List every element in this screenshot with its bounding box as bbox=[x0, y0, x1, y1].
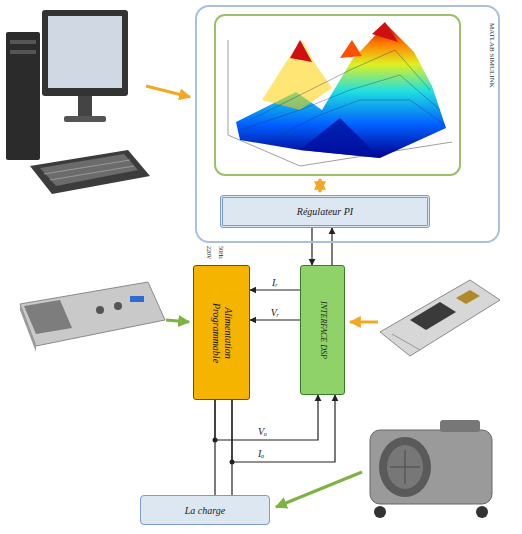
surface-plot-part bbox=[372, 22, 398, 42]
supply-rating: 220V bbox=[206, 246, 212, 259]
computer-picture-part bbox=[64, 116, 106, 122]
supply-rating: 50Hz bbox=[218, 246, 224, 259]
signal-wire bbox=[311, 228, 312, 265]
heater-picture-part bbox=[387, 445, 423, 489]
signal-name: Iₒ bbox=[258, 448, 264, 459]
power-supply-picture bbox=[20, 282, 165, 352]
load-box: La charge bbox=[140, 495, 270, 525]
box-label: Régulateur PI bbox=[297, 206, 353, 217]
surface-plot-part bbox=[270, 100, 445, 140]
computer-picture-part bbox=[30, 150, 150, 194]
box-label: La charge bbox=[185, 505, 225, 516]
dsp-card-picture-part bbox=[410, 302, 456, 330]
dsp-card-picture bbox=[380, 280, 500, 356]
controller-box: Régulateur PI bbox=[220, 195, 430, 228]
box-label: INTERFACE DSP bbox=[318, 274, 327, 386]
junction-dot bbox=[230, 460, 235, 465]
power-supply-picture-part bbox=[24, 300, 72, 334]
heater-picture-part bbox=[476, 506, 488, 518]
pointer-arrow bbox=[276, 472, 362, 507]
heater-picture-part bbox=[374, 506, 386, 518]
box-label: MATLAB SIMULINK bbox=[488, 23, 496, 88]
power-supply-box: Alimentation Programmable bbox=[193, 265, 250, 400]
heater-picture-part bbox=[370, 430, 492, 504]
computer-picture bbox=[6, 10, 150, 194]
surface-plot-part bbox=[240, 75, 440, 130]
computer-picture-part bbox=[78, 96, 92, 118]
power-supply-picture-part bbox=[20, 282, 165, 346]
interface-box: INTERFACE DSP bbox=[300, 265, 345, 395]
software-panel: MATLAB SIMULINK Régulateur PI bbox=[195, 5, 500, 243]
surface-plot-part bbox=[215, 15, 460, 175]
pointer-arrow bbox=[166, 320, 189, 322]
surface-plot-part bbox=[250, 50, 430, 120]
dsp-card-picture-part bbox=[380, 280, 500, 356]
power-supply-picture-part bbox=[130, 296, 144, 302]
power-supply-picture-part bbox=[96, 306, 104, 314]
heater-picture-part bbox=[405, 450, 406, 484]
computer-picture-part bbox=[6, 32, 40, 160]
signal-name: Iᵣ bbox=[271, 277, 279, 288]
signal-name: Vₒ bbox=[258, 426, 267, 437]
signal-wire bbox=[232, 395, 335, 462]
computer-picture-part bbox=[40, 154, 138, 186]
signal-wire bbox=[215, 395, 318, 440]
computer-picture-part bbox=[10, 50, 36, 54]
junction-dot bbox=[213, 438, 218, 443]
surface-plot-part bbox=[236, 24, 446, 158]
signal-wire bbox=[331, 228, 332, 265]
signal-name: Vᵣ bbox=[270, 307, 281, 318]
power-supply-picture-part bbox=[114, 302, 122, 310]
pointer-arrow bbox=[350, 321, 378, 324]
heater-picture-part bbox=[440, 420, 480, 432]
surface-plot bbox=[215, 15, 460, 175]
signal-wire bbox=[250, 319, 300, 320]
exchange-arrow bbox=[319, 179, 322, 192]
surface-plot-part bbox=[300, 118, 380, 158]
box-label: Alimentation Programmable bbox=[210, 297, 233, 369]
computer-picture-part bbox=[10, 40, 36, 44]
surface-plot-part bbox=[228, 40, 229, 135]
computer-picture-part bbox=[50, 166, 134, 180]
surface-plot-part bbox=[290, 40, 312, 62]
heater-picture bbox=[370, 420, 492, 518]
dsp-card-picture-part bbox=[456, 290, 480, 304]
surface-plot-part bbox=[262, 40, 332, 110]
heater-picture-part bbox=[379, 437, 431, 497]
dsp-card-picture-part bbox=[392, 334, 420, 350]
computer-picture-part bbox=[44, 160, 130, 174]
signal-wire bbox=[250, 289, 300, 290]
surface-plot-part bbox=[340, 40, 362, 58]
pointer-arrow bbox=[146, 86, 190, 97]
computer-picture-part bbox=[48, 16, 122, 88]
computer-picture-part bbox=[42, 10, 128, 96]
